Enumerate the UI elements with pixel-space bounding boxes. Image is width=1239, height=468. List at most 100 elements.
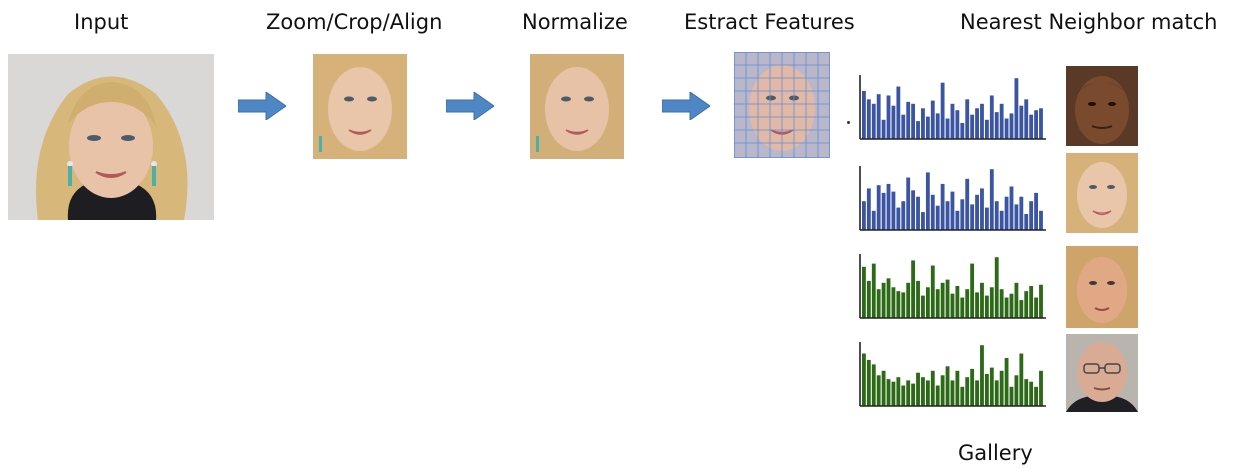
histogram-bar	[980, 283, 984, 318]
histogram-bar	[960, 123, 964, 139]
histogram-bar	[1024, 214, 1028, 230]
gallery-feature-histogram-3	[858, 340, 1048, 410]
stage-title-normalize: Normalize	[522, 10, 628, 34]
histogram-bar	[1034, 193, 1038, 230]
histogram-bar	[901, 201, 905, 230]
histogram-bar	[931, 195, 935, 230]
histogram-bar	[1019, 197, 1023, 230]
histogram-bar	[990, 95, 994, 139]
histogram-bar	[916, 121, 920, 139]
histogram-bar	[946, 119, 950, 139]
histogram-bar	[877, 185, 881, 230]
histogram-bar	[1010, 186, 1014, 230]
histogram-bar	[995, 257, 999, 318]
histogram-bar	[995, 201, 999, 230]
histogram-bar	[911, 384, 915, 406]
stage-title-extract-features: Estract Features	[684, 10, 855, 34]
histogram-bar	[951, 380, 955, 406]
histogram-bar	[862, 354, 866, 406]
histogram-bar	[936, 289, 940, 318]
histogram-bar	[1024, 291, 1028, 318]
histogram-bar	[1029, 115, 1033, 139]
histogram-bar	[887, 184, 891, 230]
histogram-bar	[1014, 78, 1018, 139]
histogram-bar	[906, 178, 910, 230]
histogram-bar	[951, 294, 955, 318]
histogram-bar	[941, 184, 945, 230]
histogram-bar	[1000, 289, 1004, 318]
histogram-bar	[960, 298, 964, 318]
histogram-bar	[862, 91, 866, 139]
input-face-photo	[8, 54, 214, 220]
histogram-bar	[951, 192, 955, 230]
histogram-bar	[901, 292, 905, 318]
histogram-bar	[936, 206, 940, 230]
gallery-face-photo-2	[1066, 153, 1138, 233]
gallery-face-photo-1	[1066, 66, 1138, 146]
histogram-bar	[1039, 108, 1043, 139]
histogram-bar	[896, 377, 900, 406]
histogram-bar	[896, 291, 900, 318]
histogram-bar	[1034, 110, 1038, 139]
histogram-bar	[887, 278, 891, 318]
histogram-bar	[1019, 354, 1023, 406]
histogram-bar	[941, 375, 945, 406]
histogram-bar	[867, 281, 871, 318]
histogram-bar	[1039, 211, 1043, 230]
histogram-bar	[1010, 387, 1014, 406]
histogram-bar	[867, 360, 871, 406]
histogram-bar	[1000, 211, 1004, 230]
histogram-bar	[1005, 197, 1009, 230]
histogram-bar	[936, 386, 940, 406]
gallery-label: Gallery	[958, 441, 1033, 465]
normalized-face-photo	[530, 54, 624, 159]
histogram-bar	[926, 117, 930, 139]
gallery-face-photo-4	[1066, 334, 1138, 412]
separator-dot	[847, 121, 850, 124]
histogram-bar	[936, 113, 940, 139]
histogram-bar	[906, 283, 910, 318]
histogram-bar	[1010, 294, 1014, 318]
histogram-bar	[892, 287, 896, 318]
histogram-bar	[931, 266, 935, 318]
histogram-bar	[926, 380, 930, 406]
histogram-bar	[892, 382, 896, 406]
histogram-bar	[1019, 106, 1023, 139]
histogram-bar	[960, 199, 964, 230]
histogram-bar	[1014, 204, 1018, 230]
histogram-bar	[1039, 285, 1043, 318]
histogram-bar	[1005, 119, 1009, 139]
right-arrow-icon	[662, 92, 710, 120]
histogram-bar	[926, 172, 930, 230]
histogram-bar	[955, 371, 959, 406]
histogram-bar	[872, 264, 876, 318]
histogram-bar	[882, 193, 886, 230]
histogram-bar	[960, 387, 964, 406]
histogram-bar	[985, 296, 989, 318]
right-arrow-icon	[446, 92, 494, 120]
histogram-bar	[1029, 201, 1033, 230]
histogram-bar	[872, 364, 876, 406]
gallery-face-photo-3	[1066, 246, 1138, 328]
histogram-bar	[872, 211, 876, 230]
histogram-bar	[1010, 113, 1014, 139]
histogram-bar	[990, 368, 994, 406]
histogram-bar	[951, 104, 955, 139]
histogram-bar	[970, 369, 974, 406]
histogram-bar	[887, 95, 891, 139]
histogram-bar	[872, 104, 876, 139]
histogram-bar	[990, 287, 994, 318]
histogram-bar	[965, 99, 969, 139]
histogram-bar	[975, 292, 979, 318]
histogram-bar	[975, 195, 979, 230]
histogram-bar	[921, 296, 925, 318]
histogram-bar	[896, 208, 900, 230]
histogram-bar	[911, 104, 915, 139]
gallery-feature-histogram-2	[858, 252, 1048, 322]
histogram-bar	[901, 386, 905, 406]
histogram-bar	[985, 120, 989, 139]
stage-title-zoom-crop-align: Zoom/Crop/Align	[266, 10, 442, 34]
histogram-bar	[965, 377, 969, 406]
histogram-bar	[901, 115, 905, 139]
histogram-bar	[1014, 283, 1018, 318]
